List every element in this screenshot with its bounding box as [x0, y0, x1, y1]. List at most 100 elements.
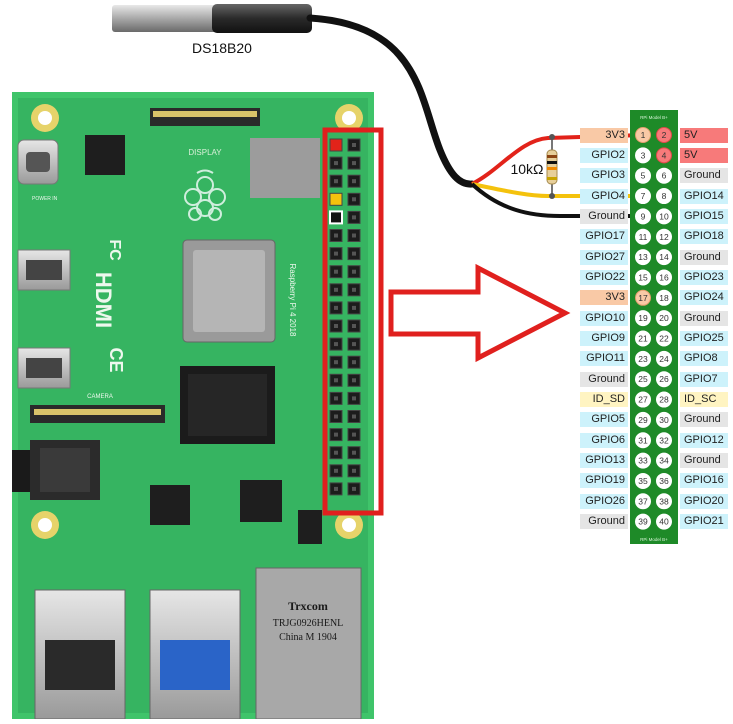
pin-28-circle — [656, 391, 672, 408]
pin-23-label: GPIO11 — [580, 351, 628, 367]
board-pin-hole — [352, 143, 356, 147]
ethernet-chip — [240, 480, 282, 522]
pin-28-label: ID_SC — [680, 392, 728, 408]
pin-number: 8 — [662, 191, 667, 201]
pin-18-label: GPIO24 — [680, 290, 728, 306]
jack-origin: China M 1904 — [279, 632, 337, 643]
pin-1-circle — [635, 127, 651, 143]
mounting-hole — [31, 511, 59, 539]
sensor-cable — [306, 14, 476, 188]
display-label: DISPLAY — [188, 148, 222, 157]
poe-header — [298, 510, 322, 544]
pin-36-circle — [656, 472, 672, 489]
header-top-label: RPi Model B+ — [640, 115, 668, 120]
board-pin-hole — [352, 450, 356, 455]
pin-number: 1 — [641, 130, 646, 140]
pin-36-label: GPIO16 — [680, 473, 728, 489]
pin-26-circle — [656, 371, 672, 388]
pin-number: 36 — [659, 476, 669, 486]
audio-jack — [12, 450, 32, 492]
pin-39-circle — [635, 513, 651, 530]
pin-1-label: 3V3 — [580, 127, 628, 143]
pin-21-circle — [635, 330, 651, 347]
pin-11-label: GPIO17 — [580, 229, 628, 245]
wifi-shield — [250, 138, 320, 198]
pin-number: 30 — [659, 415, 669, 425]
pin-12-label: GPIO18 — [680, 229, 728, 245]
board-pin-hole — [352, 269, 356, 274]
pin-13-label: GPIO27 — [580, 249, 628, 265]
pin-35-circle — [635, 472, 651, 489]
pin-21-label: GPIO9 — [580, 331, 628, 346]
board-pin-1-marked — [329, 138, 343, 152]
board-pin-hole — [352, 251, 356, 256]
pin-2-circle — [656, 127, 672, 143]
pin-40-circle — [656, 513, 672, 530]
board-pin-hole — [352, 179, 356, 184]
arrow-icon — [388, 263, 571, 363]
pin-number: 21 — [638, 334, 648, 344]
pin-11-circle — [635, 228, 651, 245]
header-highlight-box — [322, 127, 384, 516]
pin-4-circle — [656, 147, 672, 164]
pin-number: 22 — [659, 334, 669, 344]
board-pin-hole — [352, 342, 356, 347]
pin-number: 32 — [659, 435, 669, 445]
pin-3-circle — [635, 147, 651, 164]
board-pin-hole — [334, 450, 338, 455]
pin-5-circle — [635, 167, 651, 184]
board-pin-hole — [334, 342, 338, 347]
jack-part-number: TRJG0926HENL — [273, 618, 344, 629]
board-pin-hole — [334, 396, 338, 401]
probe-heatshrink — [212, 4, 312, 33]
board-pin-9-marked — [329, 210, 343, 225]
pin-17-label: 3V3 — [580, 290, 628, 306]
board-pin-7-marked — [329, 192, 343, 206]
pin-24-circle — [656, 350, 672, 367]
pin-26-label: GPIO7 — [680, 371, 728, 387]
board-pin-hole — [334, 161, 338, 166]
camera-label: CAMERA — [87, 394, 113, 400]
pin-31-circle — [635, 432, 651, 449]
board-pin-hole — [334, 287, 338, 292]
pin-10-label: GPIO15 — [680, 208, 728, 224]
pin-number: 20 — [659, 313, 669, 323]
pin-37-label: GPIO26 — [580, 493, 628, 509]
jack-brand: Trxcom — [288, 599, 328, 613]
pin-38-label: GPIO20 — [680, 493, 728, 509]
pin-13-circle — [635, 249, 651, 266]
pin-32-circle — [656, 432, 672, 449]
pin-12-circle — [656, 228, 672, 245]
pin-25-label: Ground — [580, 371, 628, 387]
pin-19-label: GPIO10 — [580, 310, 628, 326]
mounting-hole — [335, 511, 363, 539]
pin-33-circle — [635, 452, 651, 469]
pin-number: 12 — [659, 232, 669, 242]
pin-22-circle — [656, 330, 672, 347]
pin-33-label: GPIO13 — [580, 453, 628, 469]
pin-29-label: GPIO5 — [580, 412, 628, 428]
mounting-hole — [335, 104, 363, 132]
board-pin-hole — [334, 269, 338, 274]
pin-number: 24 — [659, 354, 669, 364]
pin-number: 13 — [638, 252, 648, 262]
pin-2-label: 5V — [680, 127, 728, 143]
pin-31-label: GPIO6 — [580, 432, 628, 448]
pin-number: 2 — [662, 130, 667, 140]
pin-number: 28 — [659, 395, 669, 405]
board-pin-hole — [352, 215, 356, 220]
pin-29-circle — [635, 411, 651, 428]
board-pin-hole — [352, 305, 356, 310]
pin-27-circle — [635, 391, 651, 408]
board-model-text: Raspberry Pi 4 2018 — [288, 264, 297, 337]
pin-8-label: GPIO14 — [680, 188, 728, 204]
ethernet-jack — [255, 567, 362, 720]
pin-number: 23 — [638, 354, 648, 364]
pin-19-circle — [635, 310, 651, 327]
usb-controller-chip — [150, 485, 190, 525]
pin-24-label: GPIO8 — [680, 351, 728, 367]
pin-number: 14 — [659, 252, 669, 262]
board-pin-hole — [352, 432, 356, 437]
pin-number: 9 — [641, 211, 646, 221]
pin-number: 6 — [662, 171, 667, 181]
